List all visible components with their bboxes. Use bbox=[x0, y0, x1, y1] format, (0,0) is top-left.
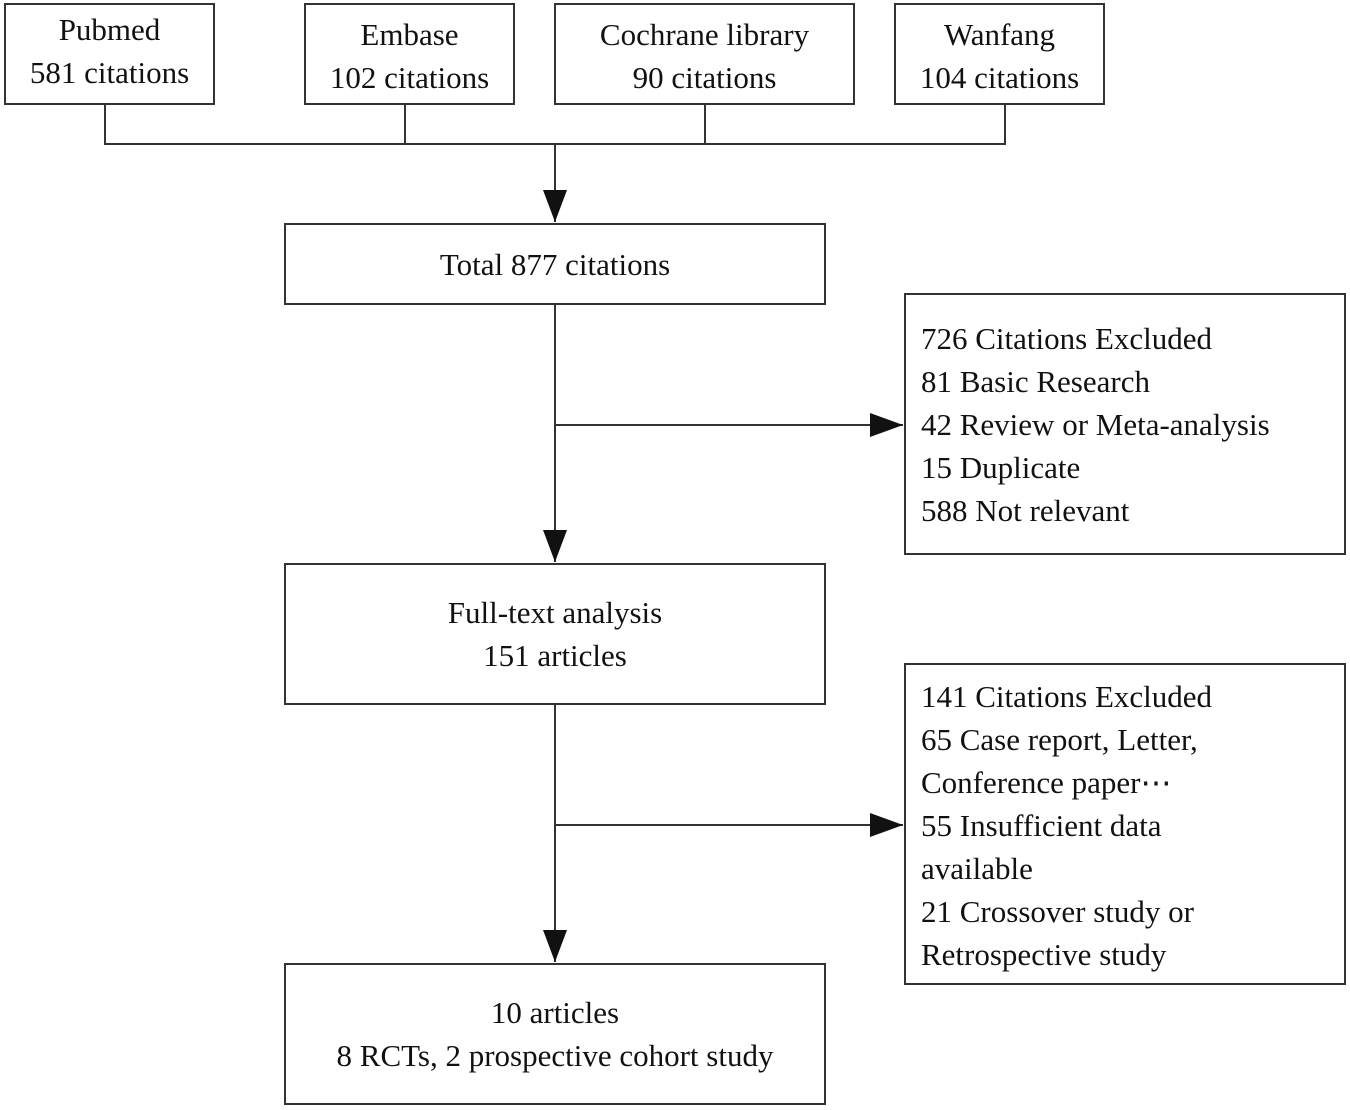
arrowhead-exclusion-1 bbox=[870, 413, 903, 437]
source-count: 581 citations bbox=[29, 55, 190, 90]
exclusion-line: available bbox=[921, 851, 1033, 886]
source-name: Embase bbox=[360, 17, 459, 52]
exclusion-line: 588 Not relevant bbox=[921, 493, 1130, 528]
source-box-wanfang: Wanfang 104 citations bbox=[894, 3, 1105, 105]
source-name: Wanfang bbox=[943, 17, 1056, 52]
source-box-pubmed: Pubmed 581 citations bbox=[4, 3, 215, 105]
source-name: Cochrane library bbox=[599, 17, 810, 52]
source-box-cochrane: Cochrane library 90 citations bbox=[554, 3, 855, 105]
fulltext-title: Full-text analysis bbox=[447, 595, 663, 630]
included-studies-box: 10 articles 8 RCTs, 2 prospective cohort… bbox=[284, 963, 826, 1105]
included-detail: 8 RCTs, 2 prospective cohort study bbox=[336, 1038, 774, 1073]
total-citations-label: Total 877 citations bbox=[439, 246, 671, 282]
exclusion-line: 15 Duplicate bbox=[921, 450, 1081, 485]
fulltext-analysis-box: Full-text analysis 151 articles bbox=[284, 563, 826, 705]
exclusion-box-fulltext: 141 Citations Excluded 65 Case report, L… bbox=[904, 663, 1346, 985]
source-count: 102 citations bbox=[329, 60, 490, 95]
exclusion-line: 726 Citations Excluded bbox=[921, 321, 1213, 356]
exclusion-line: 141 Citations Excluded bbox=[921, 679, 1213, 714]
exclusion-line: 65 Case report, Letter, bbox=[921, 722, 1198, 757]
source-count: 90 citations bbox=[632, 60, 777, 95]
exclusion-line: 21 Crossover study or bbox=[921, 894, 1194, 929]
fulltext-count: 151 articles bbox=[483, 638, 627, 673]
arrowhead-exclusion-2 bbox=[870, 813, 903, 837]
arrowhead-total bbox=[543, 190, 567, 222]
exclusion-line: 81 Basic Research bbox=[921, 364, 1150, 399]
arrowhead-final bbox=[543, 930, 567, 962]
arrowhead-fulltext bbox=[543, 530, 567, 562]
source-count: 104 citations bbox=[919, 60, 1080, 95]
exclusion-line: Retrospective study bbox=[921, 937, 1167, 972]
total-citations-box: Total 877 citations bbox=[284, 223, 826, 305]
included-count: 10 articles bbox=[490, 995, 620, 1030]
source-name: Pubmed bbox=[58, 12, 161, 47]
exclusion-box-screening: 726 Citations Excluded 81 Basic Research… bbox=[904, 293, 1346, 555]
exclusion-line: Conference paper⋯ bbox=[921, 765, 1172, 800]
source-box-embase: Embase 102 citations bbox=[304, 3, 515, 105]
exclusion-line: 42 Review or Meta-analysis bbox=[921, 407, 1270, 442]
exclusion-line: 55 Insufficient data bbox=[921, 808, 1162, 843]
